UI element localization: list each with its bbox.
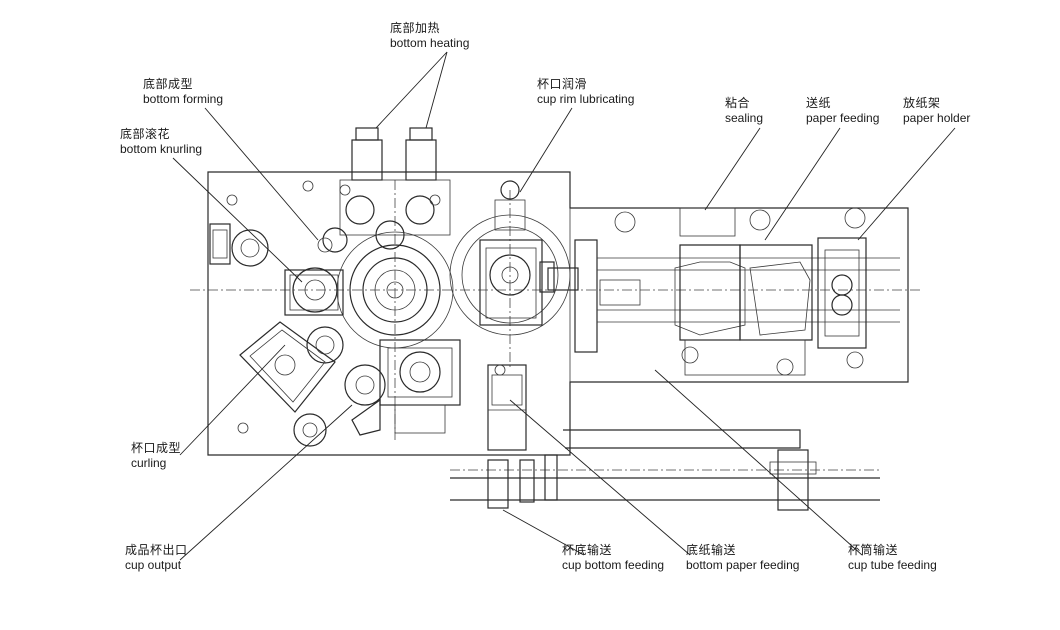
label-bottom-forming-en: bottom forming <box>143 92 224 106</box>
label-cup-bottom-feeding-en: cup bottom feeding <box>562 558 665 572</box>
bolt-markers <box>226 180 506 434</box>
label-curling-en: curling <box>131 456 167 470</box>
paper-feed-section <box>574 207 900 376</box>
label-curling: 杯口成型 curling <box>131 441 181 471</box>
label-cup-output-zh: 成品杯出口 <box>125 543 188 557</box>
label-paper-holder-en: paper holder <box>903 111 971 125</box>
label-bottom-knurling-en: bottom knurling <box>120 142 203 156</box>
label-bottom-paper-feeding-zh: 底纸输送 <box>686 543 737 557</box>
main-cylinder <box>449 180 641 336</box>
small-gears <box>231 195 435 447</box>
label-paper-feeding-zh: 送纸 <box>806 96 832 110</box>
label-cup-output-en: cup output <box>125 558 182 572</box>
label-sealing-en: sealing <box>725 111 764 125</box>
label-curling-zh: 杯口成型 <box>131 441 182 455</box>
label-cup-bottom-feeding-zh: 杯底输送 <box>562 543 613 557</box>
label-cup-bottom-feeding: 杯底输送 cup bottom feeding <box>562 543 664 573</box>
label-paper-holder-zh: 放纸架 <box>903 96 941 110</box>
label-bottom-heating-zh: 底部加热 <box>390 21 441 35</box>
label-cup-tube-feeding-en: cup tube feeding <box>848 558 937 572</box>
label-bottom-forming: 底部成型 bottom forming <box>143 77 223 107</box>
label-bottom-forming-zh: 底部成型 <box>143 77 194 91</box>
label-paper-holder: 放纸架 paper holder <box>903 96 970 126</box>
label-paper-feeding-en: paper feeding <box>806 111 880 125</box>
label-bottom-paper-feeding-en: bottom paper feeding <box>686 558 800 572</box>
curling-block <box>351 339 461 436</box>
bottom-forming-block <box>239 269 344 413</box>
label-cup-tube-feeding: 杯筒输送 cup tube feeding <box>848 543 937 573</box>
label-bottom-paper-feeding: 底纸输送 bottom paper feeding <box>686 543 799 573</box>
label-cup-rim-lubricating-zh: 杯口润滑 <box>537 77 588 91</box>
label-bottom-heating-en: bottom heating <box>390 36 470 50</box>
machine-frame <box>207 171 909 456</box>
label-paper-feeding: 送纸 paper feeding <box>806 96 879 126</box>
label-cup-rim-lubricating: 杯口润滑 cup rim lubricating <box>537 77 634 107</box>
label-bottom-knurling-zh: 底部滚花 <box>120 127 171 141</box>
label-sealing: 粘合 sealing <box>725 96 763 126</box>
label-cup-rim-lubricating-en: cup rim lubricating <box>537 92 635 106</box>
bottom-heating-units <box>339 127 451 236</box>
label-sealing-zh: 粘合 <box>725 96 751 110</box>
label-cup-output: 成品杯出口 cup output <box>125 543 188 573</box>
label-cup-tube-feeding-zh: 杯筒输送 <box>848 543 899 557</box>
leader-lines <box>172 51 956 561</box>
label-bottom-heating: 底部加热 bottom heating <box>390 21 469 51</box>
label-bottom-knurling: 底部滚花 bottom knurling <box>120 127 202 157</box>
lower-conveyor <box>450 364 880 511</box>
